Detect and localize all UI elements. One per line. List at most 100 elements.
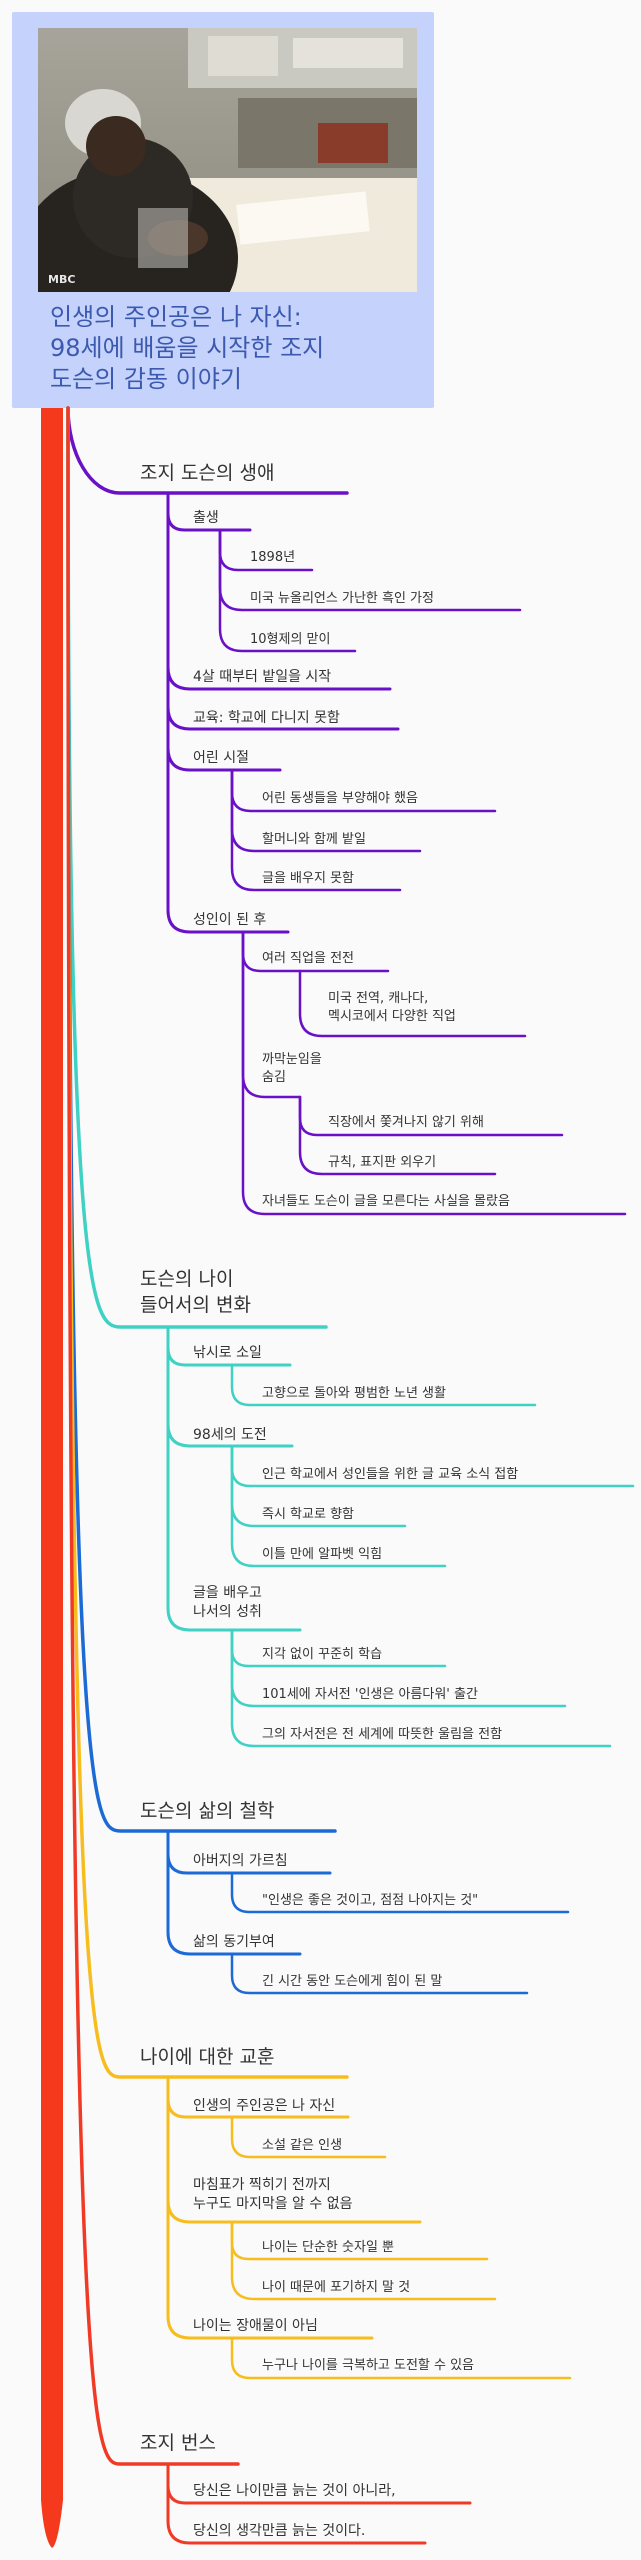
mindmap-node[interactable]: 여러 직업을 전전: [262, 950, 354, 968]
mindmap-node-label: 나서의 성취: [193, 1604, 262, 1620]
mindmap-node-label: 미국 전역, 캐나다,: [328, 991, 429, 1006]
mindmap-node[interactable]: 4살 때부터 밭일을 시작: [193, 668, 331, 687]
branch-connector: [166, 1325, 302, 1632]
mindmap-node[interactable]: 성인이 된 후: [193, 911, 266, 930]
mindmap-node[interactable]: 글을 배우지 못함: [262, 870, 354, 888]
branch-life[interactable]: 조지 도슨의 생애: [140, 460, 274, 486]
mindmap-node[interactable]: 자녀들도 도슨이 글을 모른다는 사실을 몰랐음: [262, 1193, 510, 1211]
mindmap-node-label: 4살 때부터 밭일을 시작: [193, 669, 332, 685]
mindmap-node[interactable]: 10형제의 맏이: [250, 631, 330, 649]
mindmap-node-label: 어린 동생들을 부양해야 했음: [262, 791, 418, 806]
mindmap-node[interactable]: 지각 없이 꾸준히 학습: [262, 1646, 382, 1664]
branch-connector: [230, 2336, 572, 2380]
mindmap-node[interactable]: 아버지의 가르침: [193, 1852, 288, 1871]
mindmap-node-label: 삶의 동기부여: [193, 1934, 275, 1950]
mindmap-node[interactable]: 어린 시절: [193, 749, 249, 768]
mindmap-node-label: 규칙, 표지판 외우기: [328, 1155, 437, 1170]
mindmap-node[interactable]: 미국 뉴올리언스 가난한 흑인 가정: [250, 590, 434, 608]
mindmap-node-label: 10형제의 맏이: [250, 632, 331, 647]
title-line: 98세에 배움을 시작한 조지: [50, 334, 325, 362]
mindmap-node[interactable]: 인근 학교에서 성인들을 위한 글 교육 소식 접함: [262, 1466, 518, 1484]
mindmap-node-label: 여러 직업을 전전: [262, 951, 354, 966]
mindmap-node-label: 98세의 도전: [193, 1427, 267, 1443]
branch-connector: [230, 1628, 612, 1748]
title-line: 도슨의 감동 이야기: [50, 365, 242, 393]
mindmap-node[interactable]: 긴 시간 동안 도슨에게 힘이 된 말: [262, 1973, 442, 1991]
video-thumbnail[interactable]: MBC: [38, 28, 417, 292]
branch-lesson[interactable]: 나이에 대한 교훈: [140, 2044, 274, 2070]
mindmap-node-label: 누구도 마지막을 알 수 없음: [193, 2196, 353, 2212]
branch-lesson-label: 나이에 대한 교훈: [140, 2046, 275, 2068]
mindmap-node-label: 아버지의 가르침: [193, 1853, 288, 1869]
branch-change-label: 들어서의 변화: [140, 1294, 251, 1316]
mindmap-node[interactable]: 삶의 동기부여: [193, 1933, 275, 1952]
branch-philosophy-label: 도슨의 삶의 철학: [140, 1800, 275, 1822]
mindmap-node-label: 그의 자서전은 전 세계에 따뜻한 울림을 전함: [262, 1727, 503, 1742]
mindmap-node-label: 즉시 학교로 향함: [262, 1507, 354, 1522]
mindmap-node[interactable]: 나이는 장애물이 아님: [193, 2317, 318, 2336]
mindmap-node[interactable]: 규칙, 표지판 외우기: [328, 1154, 436, 1172]
mindmap-node-label: "인생은 좋은 것이고, 점점 나아지는 것": [262, 1893, 479, 1908]
mindmap-node-label: 글을 배우고: [193, 1585, 262, 1601]
title-line: 인생의 주인공은 나 자신:: [50, 303, 302, 331]
mindmap-node-label: 긴 시간 동안 도슨에게 힘이 된 말: [262, 1974, 443, 1989]
mindmap-node-label: 소설 같은 인생: [262, 2138, 343, 2153]
tv-logo: MBC: [48, 273, 75, 286]
branch-connector: [230, 2220, 497, 2301]
mindmap-node[interactable]: 소설 같은 인생: [262, 2137, 342, 2155]
title-card: MBC 인생의 주인공은 나 자신: 98세에 배움을 시작한 조지 도슨의 감…: [12, 12, 434, 408]
branch-connector: [230, 1952, 529, 1995]
mindmap-node-label: 당신은 나이만큼 늙는 것이 아니라,: [193, 2483, 396, 2499]
branch-life-label: 조지 도슨의 생애: [140, 462, 275, 484]
branch-connector: [166, 491, 290, 934]
mindmap-node[interactable]: 나이는 단순한 숫자일 뿐: [262, 2239, 394, 2257]
mindmap-node[interactable]: 교육: 학교에 다니지 못함: [193, 709, 340, 728]
mindmap-node-label: 까막눈임을: [262, 1052, 322, 1067]
page-title: 인생의 주인공은 나 자신: 98세에 배움을 시작한 조지 도슨의 감동 이야…: [50, 302, 440, 395]
mindmap-node[interactable]: 1898년: [250, 549, 295, 567]
mindmap-node[interactable]: 즉시 학교로 향함: [262, 1506, 354, 1524]
mindmap-node-label: 지각 없이 꾸준히 학습: [262, 1647, 383, 1662]
mindmap-node-label: 글을 배우지 못함: [262, 871, 354, 886]
mindmap-node[interactable]: 직장에서 쫓겨나지 않기 위해: [328, 1114, 484, 1132]
mindmap-node[interactable]: 그의 자서전은 전 세계에 따뜻한 울림을 전함: [262, 1726, 502, 1744]
mindmap-node[interactable]: 어린 동생들을 부양해야 했음: [262, 790, 418, 808]
video-thumbnail-image: MBC: [38, 28, 417, 292]
mindmap-node[interactable]: 누구나 나이를 극복하고 도전할 수 있음: [262, 2357, 474, 2375]
mindmap-node[interactable]: 할머니와 함께 밭일: [262, 831, 366, 849]
mindmap-node-label: 1898년: [250, 550, 296, 565]
branch-quote[interactable]: 조지 번스: [140, 2430, 216, 2456]
mindmap-node[interactable]: 나이 때문에 포기하지 말 것: [262, 2279, 410, 2297]
main-branch-connector: [66, 406, 328, 1329]
branch-connector: [298, 969, 527, 1038]
mindmap-node-label: 멕시코에서 다양한 직업: [328, 1009, 456, 1024]
mindmap-node[interactable]: 고향으로 돌아와 평범한 노년 생활: [262, 1385, 446, 1403]
branch-connector: [230, 1363, 537, 1407]
branch-change-label: 도슨의 나이: [140, 1268, 234, 1290]
mindmap-node[interactable]: 낚시로 소일: [193, 1344, 262, 1363]
branch-philosophy[interactable]: 도슨의 삶의 철학: [140, 1798, 274, 1824]
mindmap-node-label: 인생의 주인공은 나 자신: [193, 2098, 336, 2114]
mindmap-node[interactable]: 출생: [193, 509, 219, 528]
mindmap-node[interactable]: 당신의 생각만큼 늙는 것이다.: [193, 2522, 365, 2541]
mindmap-node[interactable]: 인생의 주인공은 나 자신: [193, 2097, 335, 2116]
mindmap-node[interactable]: 이틀 만에 알파벳 익힘: [262, 1546, 382, 1564]
mindmap-node[interactable]: 당신은 나이만큼 늙는 것이 아니라,: [193, 2482, 396, 2501]
mindmap-node[interactable]: "인생은 좋은 것이고, 점점 나아지는 것": [262, 1892, 478, 1910]
mindmap-node-label: 숨김: [262, 1070, 286, 1085]
branch-connector: [230, 1871, 570, 1914]
mindmap-node-label: 나이 때문에 포기하지 말 것: [262, 2280, 411, 2295]
branch-connector: [230, 768, 402, 892]
mindmap-node[interactable]: 101세에 자서전 '인생은 아름다워' 출간: [262, 1686, 478, 1704]
mindmap-node[interactable]: 미국 전역, 캐나다, 멕시코에서 다양한 직업: [328, 990, 456, 1026]
branch-connector: [230, 1444, 447, 1568]
branch-connector: [218, 528, 357, 653]
mindmap-node-label: 나이는 단순한 숫자일 뿐: [262, 2240, 394, 2255]
branch-connector: [166, 2462, 427, 2545]
mindmap-node-label: 인근 학교에서 성인들을 위한 글 교육 소식 접함: [262, 1467, 519, 1482]
mindmap-node[interactable]: 98세의 도전: [193, 1426, 267, 1445]
